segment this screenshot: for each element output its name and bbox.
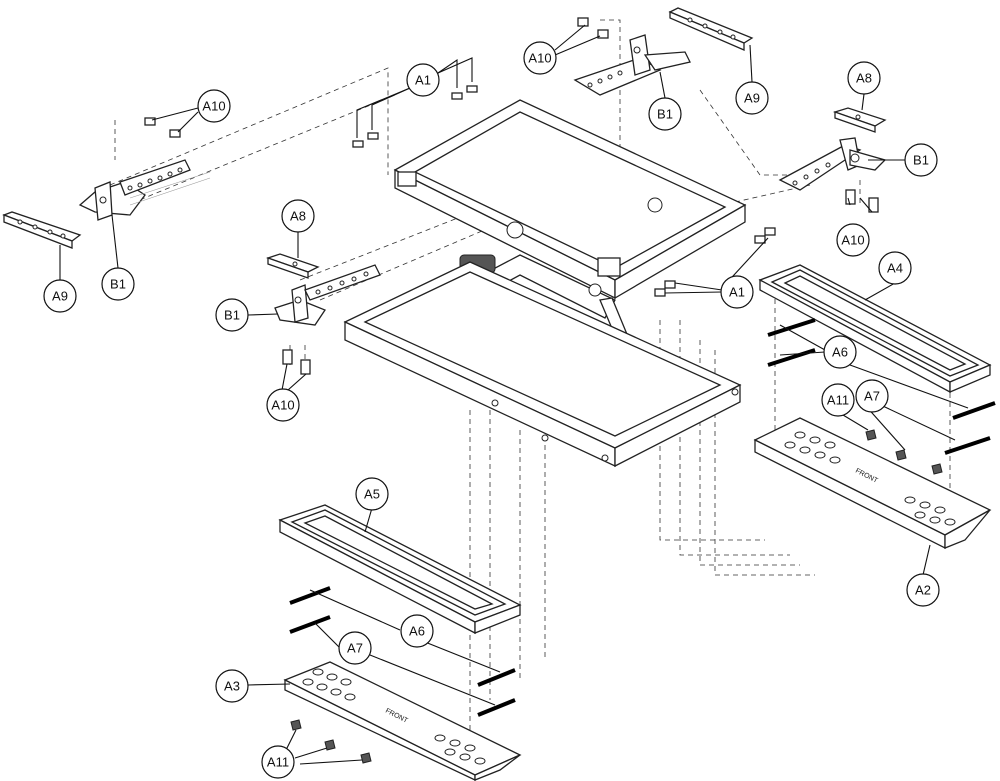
callout-a8-mid: A8: [281, 199, 315, 233]
bracket-top-holes: [587, 70, 623, 88]
callout-a1-right-label: A1: [729, 285, 745, 300]
footplate-a2: FRONT: [753, 417, 992, 550]
callout-a9-top-label: A9: [744, 91, 760, 106]
plate-a9-left: [2, 211, 82, 249]
callout-a3-label: A3: [224, 679, 240, 694]
footrest-pad-a4: [758, 264, 992, 394]
callout-a4-label: A4: [887, 261, 903, 276]
callout-a6-right-label: A6: [832, 345, 848, 360]
bracket-right-holes: [792, 162, 831, 186]
callout-a8-right-label: A8: [856, 71, 872, 86]
footplate-a2-holes: [784, 431, 956, 526]
callout-a1-top: A1: [406, 63, 440, 97]
seat-lift-frame: [343, 99, 747, 468]
callout-a11-right: A11: [821, 383, 855, 417]
callout-a10-left: A10: [197, 89, 231, 123]
callout-a10-left-label: A10: [202, 99, 225, 114]
callout-a8-right: A8: [847, 61, 881, 95]
a10-bolts-left: [144, 117, 181, 138]
callout-b1-left: B1: [101, 267, 135, 301]
bracket-left: [78, 159, 211, 221]
a10-bolts-top: [577, 17, 609, 39]
clip-a8-right: [832, 107, 887, 133]
velcro-strips-left: [289, 586, 516, 717]
a1-bolts-top: [352, 85, 478, 148]
callout-a4: A4: [878, 251, 912, 285]
callout-a6-left-label: A6: [409, 624, 425, 639]
callout-b1-right: B1: [904, 143, 938, 177]
callout-a5-label: A5: [364, 487, 380, 502]
bracket-top: [573, 34, 691, 96]
a1-bolts-right: [654, 227, 776, 297]
footplate-a3: FRONT: [283, 661, 522, 781]
callout-a1-right: A1: [720, 275, 754, 309]
callout-a10-right: A10: [836, 223, 870, 257]
callout-a6-right: A6: [823, 335, 857, 369]
callout-a10-top: A10: [523, 41, 557, 75]
callout-a6-left: A6: [400, 614, 434, 648]
callout-a11-left: A11: [261, 745, 295, 779]
clip-a8-mid: [265, 253, 320, 279]
footplate-a3-holes: [302, 668, 486, 765]
callout-a10-right-label: A10: [841, 233, 864, 248]
bracket-mid-holes: [315, 271, 369, 295]
callout-a8-mid-label: A8: [290, 209, 306, 224]
callout-b1-mid-label: B1: [224, 308, 240, 323]
a11-nuts-left: [290, 719, 372, 764]
callout-a7-left-label: A7: [347, 641, 363, 656]
callout-a1-top-label: A1: [415, 73, 431, 88]
bracket-left-holes: [127, 167, 183, 191]
plate-a9-top: [668, 7, 754, 51]
callout-a7-right: A7: [855, 379, 889, 413]
callout-a9-left-label: A9: [52, 289, 68, 304]
callout-b1-right-label: B1: [913, 153, 929, 168]
callout-a9-top: A9: [735, 81, 769, 115]
bracket-mid: [274, 264, 381, 326]
callout-b1-mid: B1: [215, 298, 249, 332]
callout-a3: A3: [215, 669, 249, 703]
callout-a5: A5: [355, 477, 389, 511]
callout-a11-left-label: A11: [267, 755, 289, 770]
callout-a2: A2: [906, 573, 940, 607]
callout-a7-left: A7: [338, 631, 372, 665]
callout-a9-left: A9: [43, 279, 77, 313]
callout-a10-top-label: A10: [528, 51, 551, 66]
callout-a10-mid: A10: [266, 388, 300, 422]
callout-a2-label: A2: [915, 583, 931, 598]
a11-nuts-right: [865, 429, 943, 475]
callout-b1-top-label: B1: [657, 107, 673, 122]
callout-a11-right-label: A11: [827, 393, 849, 408]
a10-bolts-mid: [282, 349, 311, 375]
a10-bolts-right: [845, 189, 879, 213]
callout-b1-left-label: B1: [110, 277, 126, 292]
callout-a10-mid-label: A10: [271, 398, 294, 413]
callout-b1-top: B1: [648, 97, 682, 131]
callout-a7-right-label: A7: [864, 389, 880, 404]
bracket-right: [778, 137, 887, 191]
velcro-strips-right: [767, 318, 996, 455]
footrest-pad-a5: [278, 504, 522, 635]
